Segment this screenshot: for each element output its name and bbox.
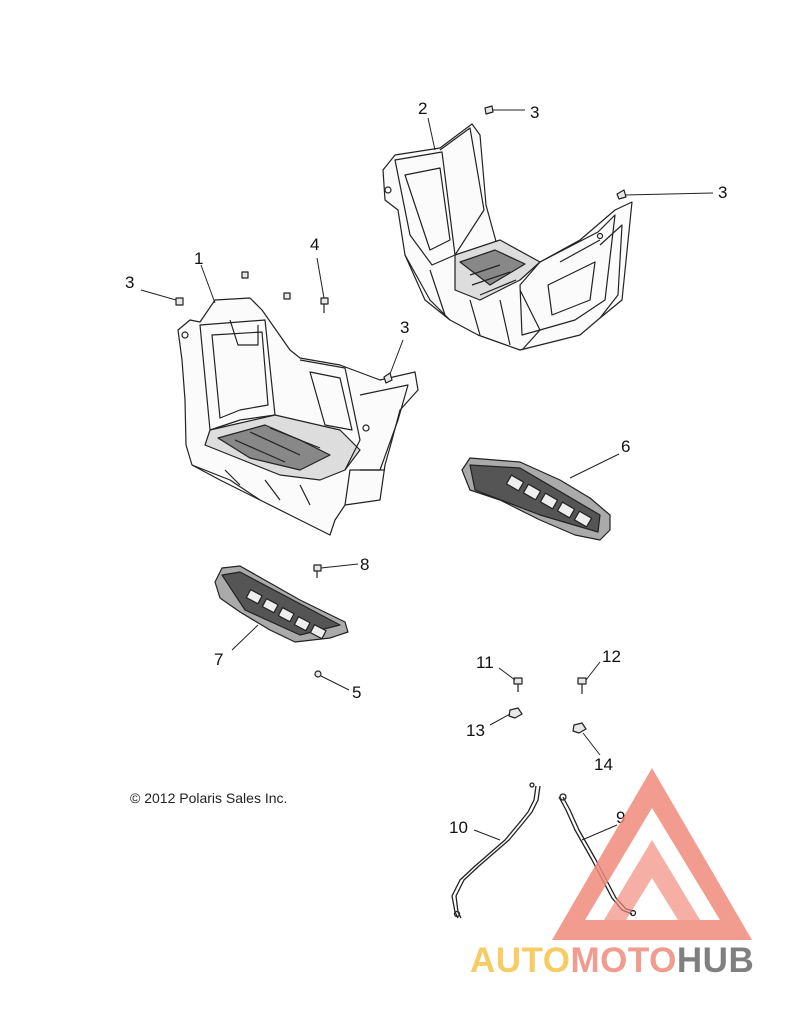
callout-1: 1	[194, 249, 203, 268]
callout-8: 8	[360, 555, 369, 574]
callout-labels: 2 3 3 3 1 4 3 6 8 7 5 11 12 13 14 10 9	[125, 99, 727, 837]
callout-leaders	[140, 109, 714, 841]
copyright-notice: © 2012 Polaris Sales Inc.	[130, 790, 288, 806]
callout-12: 12	[602, 647, 621, 666]
callout-3-left: 3	[125, 273, 134, 292]
left-footrest-pad	[214, 565, 349, 643]
right-footrest-pad	[461, 457, 611, 541]
callout-3-middle: 3	[400, 318, 409, 337]
rear-floor-tub	[382, 123, 633, 351]
triangle-logo-icon	[552, 768, 752, 940]
front-floor-tub	[177, 297, 419, 536]
callout-11: 11	[476, 653, 494, 672]
callout-3-top: 3	[530, 103, 539, 122]
callout-5: 5	[352, 683, 361, 702]
callout-6: 6	[621, 437, 630, 456]
callout-4: 4	[310, 235, 319, 254]
callout-10: 10	[449, 818, 468, 837]
callout-14: 14	[594, 755, 613, 774]
callout-13: 13	[466, 721, 485, 740]
watermark-text: AUTOMOTOHUB	[470, 941, 754, 980]
watermark-logo: AUTOMOTOHUB	[470, 768, 754, 980]
callout-9: 9	[616, 808, 625, 827]
callout-3-right: 3	[718, 183, 727, 202]
callout-2: 2	[418, 99, 427, 118]
callout-7: 7	[214, 650, 223, 669]
